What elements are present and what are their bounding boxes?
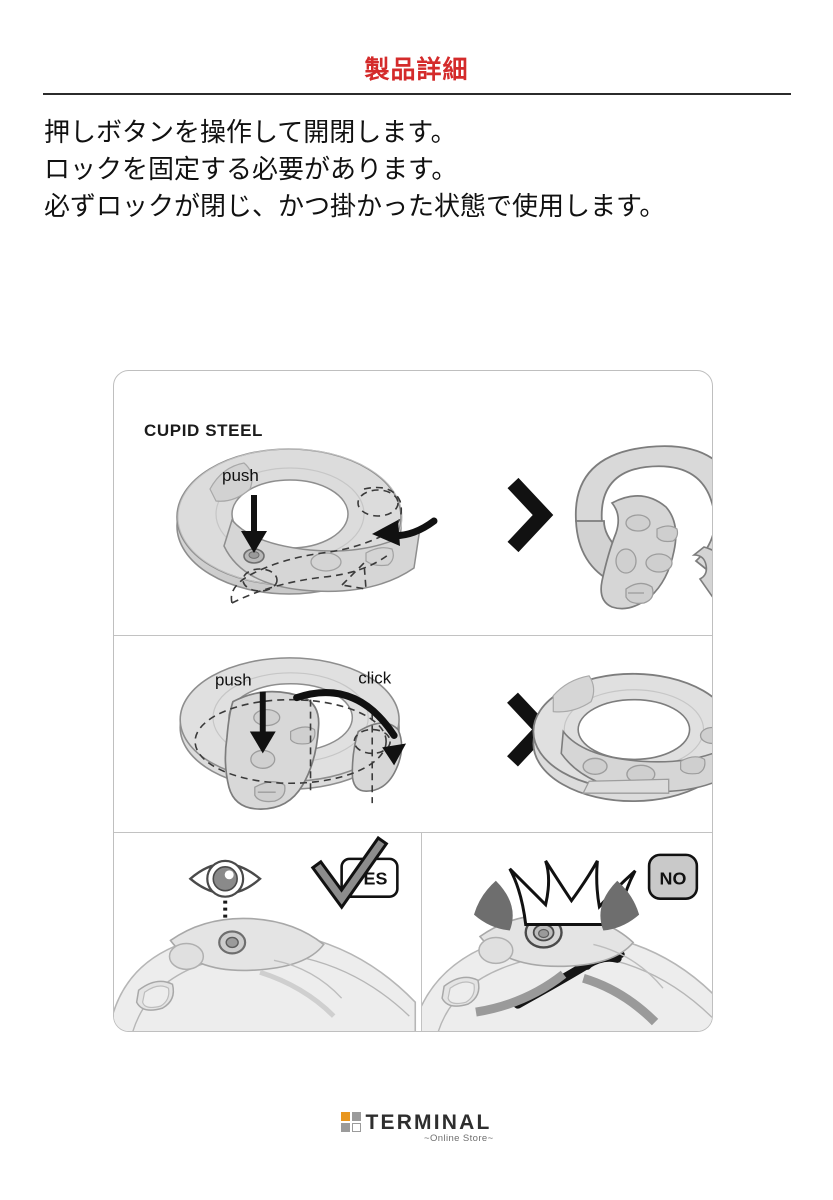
logo-square-orange [341,1112,351,1121]
logo-tagline: ~Online Store~ [424,1132,494,1144]
brand-label: CUPID STEEL [144,421,264,440]
no-badge: NO [647,853,699,900]
logo-wordmark: TERMINAL [365,1110,492,1134]
logo-square-outline [352,1123,362,1132]
panel2-click-label: click [358,669,391,688]
logo-square-gray-2 [341,1123,351,1132]
eye-icon [188,859,262,898]
yes-badge: YES [310,835,399,910]
unlocked-lock-illustration [422,913,712,1031]
panel-check-no: NO [421,832,712,1031]
locked-lock-illustration [114,917,417,1031]
panel-open-lock: push [114,371,712,635]
logo-squares-icon [341,1112,362,1132]
intro-line-1: 押しボタンを操作して開閉します。 [44,117,457,148]
panel-check-yes: YES [114,832,421,1031]
page-title: 製品詳細 [364,55,469,84]
intro-line-3: 必ずロックが閉じ、かつ掛かった状態で使用します。 [44,191,666,222]
panel1-push-label: push [222,466,259,485]
open-ring-illustration [574,445,712,610]
impact-burst-icon [473,860,640,931]
panel2-push-label: push [215,671,252,690]
no-badge-label: NO [660,869,687,889]
intro-line-2: ロックを固定する必要があります。 [44,154,458,185]
intro-text-block: 押しボタンを操作して開閉します。 ロックを固定する必要があります。 必ずロックが… [44,115,784,227]
logo-square-gray-1 [352,1112,362,1121]
instruction-card: CUPID STEEL [113,370,713,1032]
open-lock-left-illustration [176,448,438,604]
close-lock-left-illustration [179,657,407,810]
terminal-logo[interactable]: TERMINAL ~Online Store~ [341,1110,493,1144]
panel1-chevron-separator [507,477,554,553]
title-divider [42,92,791,95]
closed-ring-illustration [532,672,712,803]
panel-close-lock: push click [114,635,712,832]
footer: TERMINAL ~Online Store~ [0,1108,833,1144]
